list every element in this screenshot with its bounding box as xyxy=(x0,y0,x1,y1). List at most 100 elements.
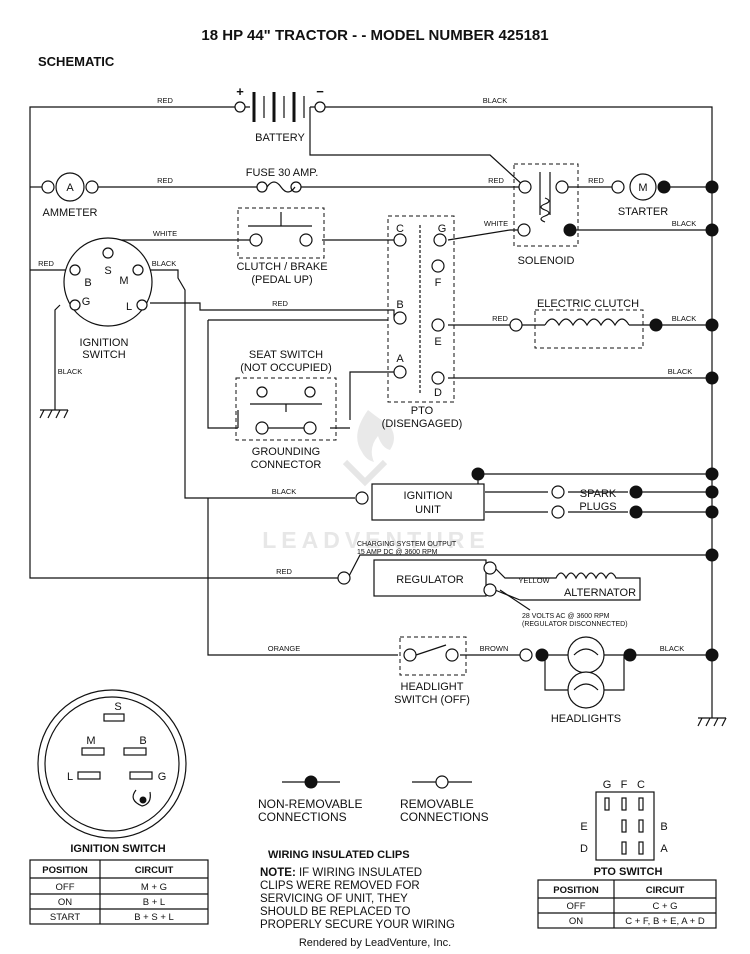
wire-colors-black-text: BLACK xyxy=(672,314,697,323)
battery-plus-sign: + xyxy=(236,84,244,99)
pto-pin-g: G xyxy=(438,223,447,235)
ignition-face-b-text: B xyxy=(139,735,146,747)
solenoid-label: SOLENOID xyxy=(518,255,575,267)
battery: + − BATTERY xyxy=(234,84,326,144)
pto-face-b-text: B xyxy=(660,821,667,833)
wire-color-labels: RED BLACK RED RED RED BLACK WHITE WHITE … xyxy=(38,96,696,653)
pto-face-c-text: C xyxy=(637,779,645,791)
wire-colors-black-text: BLACK xyxy=(668,367,693,376)
pto-pin-c: C xyxy=(396,223,404,235)
fuse-label: FUSE 30 AMP. xyxy=(246,167,319,179)
note-line1-text: IF WIRING INSULATED xyxy=(296,867,422,879)
wire-colors-black-text: BLACK xyxy=(483,96,508,105)
ignition-face-l-text: L xyxy=(67,771,73,783)
page-title: 18 HP 44" TRACTOR - - MODEL NUMBER 42518… xyxy=(201,27,548,44)
seat-switch-label-2: (NOT OCCUPIED) xyxy=(240,362,331,374)
wire-colors-red-text: RED xyxy=(488,176,504,185)
ignition-switch-table-rows-2-1-text: B + S + L xyxy=(134,912,174,923)
wire-colors-white-text: WHITE xyxy=(484,219,508,228)
pto-face-a-text: A xyxy=(660,843,668,855)
headlight-switch-label-2: SWITCH (OFF) xyxy=(394,694,470,706)
wire-colors-red-text: RED xyxy=(492,314,508,323)
alternator-volts-label-1: 28 VOLTS AC @ 3600 RPM xyxy=(522,613,610,620)
ignition-unit-label-2: UNIT xyxy=(415,504,441,516)
wire-colors-black-text: BLACK xyxy=(272,487,297,496)
wire-colors-red-text: RED xyxy=(588,176,604,185)
ignition-unit: IGNITION UNIT xyxy=(355,467,485,521)
ignition-pin-l: L xyxy=(126,301,132,313)
grounding-label-2: CONNECTOR xyxy=(251,459,322,471)
ignition-switch-label-2: SWITCH xyxy=(82,349,125,361)
ignition-switch-label-1: IGNITION xyxy=(80,337,129,349)
seat-switch: SEAT SWITCH (NOT OCCUPIED) GROUNDING CON… xyxy=(235,349,337,471)
wire-colors-orange-text: ORANGE xyxy=(268,644,301,653)
pto-switch-table-rows-0-0-text: OFF xyxy=(567,901,586,912)
components-ammeter-symbol-text: A xyxy=(66,182,74,194)
pto-label-2: (DISENGAGED) xyxy=(382,418,463,430)
note-lead-text: NOTE: xyxy=(260,867,296,879)
pto-switch-table-headers-1-text: CIRCUIT xyxy=(646,885,685,896)
battery-label: BATTERY xyxy=(255,132,305,144)
clutch-brake-label-1: CLUTCH / BRAKE xyxy=(236,261,327,273)
spark-plugs-label-2: PLUGS xyxy=(579,501,616,513)
components-starter-symbol-text: M xyxy=(638,182,647,194)
removable-symbol xyxy=(435,775,449,789)
note-line5-text: PROPERLY SECURE YOUR WIRING xyxy=(260,919,455,931)
footer-credit: Rendered by LeadVenture, Inc. xyxy=(299,937,451,949)
non-removable-label-1: NON-REMOVABLE xyxy=(258,797,362,811)
ignition-unit-label-1: IGNITION xyxy=(404,490,453,502)
pto-face-e-text: E xyxy=(580,821,587,833)
wire-colors-black-text: BLACK xyxy=(672,219,697,228)
electric-clutch: ELECTRIC CLUTCH xyxy=(509,298,663,349)
ignition-switch-table: IGNITION SWITCH POSITION CIRCUIT OFF M +… xyxy=(29,843,209,925)
ignition-switch-table-rows-1-1-text: B + L xyxy=(143,897,165,908)
ignition-face-m-text: M xyxy=(86,735,95,747)
ammeter-label: AMMETER xyxy=(43,207,98,219)
wire-colors-red-text: RED xyxy=(157,176,173,185)
wire-colors-black-text: BLACK xyxy=(152,259,177,268)
starter-label: STARTER xyxy=(618,206,668,218)
alternator-label: ALTERNATOR xyxy=(564,587,636,599)
charging-output-label-2: 15 AMP DC @ 3600 RPM xyxy=(357,549,438,556)
alternator-volts-label-2: (REGULATOR DISCONNECTED) xyxy=(522,621,628,628)
ignition-pin-g: G xyxy=(82,296,91,308)
non-removable-symbol xyxy=(304,775,318,789)
wire-colors-red-text: RED xyxy=(272,299,288,308)
note-line2-text: CLIPS WERE REMOVED FOR xyxy=(260,880,420,892)
ground-symbol-left xyxy=(39,409,69,419)
wire-colors-brown-text: BROWN xyxy=(480,644,509,653)
clutch-brake-switch: CLUTCH / BRAKE (PEDAL UP) xyxy=(236,207,328,286)
regulator: CHARGING SYSTEM OUTPUT 15 AMP DC @ 3600 … xyxy=(337,541,497,597)
wire-colors-black-text: BLACK xyxy=(660,644,685,653)
connection-legend: NON-REMOVABLE CONNECTIONS REMOVABLE CONN… xyxy=(258,775,489,824)
ignition-table-title: IGNITION SWITCH xyxy=(70,843,165,855)
pto-switch-table-headers-0-text: POSITION xyxy=(553,885,599,896)
bus-connections xyxy=(705,180,719,662)
spark-plugs: SPARK PLUGS xyxy=(551,485,643,519)
wire-colors-yellow-text: YELLOW xyxy=(518,576,550,585)
pto-pin-a: A xyxy=(396,353,404,365)
grounding-label-1: GROUNDING xyxy=(252,446,320,458)
wiring-clips-note: WIRING INSULATED CLIPS NOTE: IF WIRING I… xyxy=(260,849,455,931)
pto-switch-table: PTO SWITCH POSITION CIRCUIT OFF C + G ON… xyxy=(537,866,717,929)
wire-colors-red-text: RED xyxy=(157,96,173,105)
svg-text:NOTE: IF WIRING INSULATED: NOTE: IF WIRING INSULATED xyxy=(260,867,422,879)
non-removable-label-2: CONNECTIONS xyxy=(258,810,347,824)
pto-switch-table-rows-0-1-text: C + G xyxy=(652,901,677,912)
ignition-switch-table-rows-0-1-text: M + G xyxy=(141,882,167,893)
ignition-face-g-text: G xyxy=(158,771,167,783)
headlight-switch: HEADLIGHT SWITCH (OFF) xyxy=(394,636,470,706)
ignition-pin-s: S xyxy=(104,265,111,277)
ignition-switch-table-rows-0-0-text: OFF xyxy=(56,882,75,893)
ignition-switch-table-headers-1-text: CIRCUIT xyxy=(135,865,174,876)
spark-plugs-label-1: SPARK xyxy=(580,488,617,500)
pto-switch-table-rows-1-1-text: C + F, B + E, A + D xyxy=(625,916,705,927)
starter: M STARTER xyxy=(611,173,671,218)
note-heading: WIRING INSULATED CLIPS xyxy=(268,849,410,861)
wire-colors-red-text: RED xyxy=(276,567,292,576)
headlight-switch-label-1: HEADLIGHT xyxy=(401,681,464,693)
pto-pin-b: B xyxy=(396,299,403,311)
battery-negative-terminal xyxy=(314,101,326,113)
charging-output-label-1: CHARGING SYSTEM OUTPUT xyxy=(357,541,457,548)
